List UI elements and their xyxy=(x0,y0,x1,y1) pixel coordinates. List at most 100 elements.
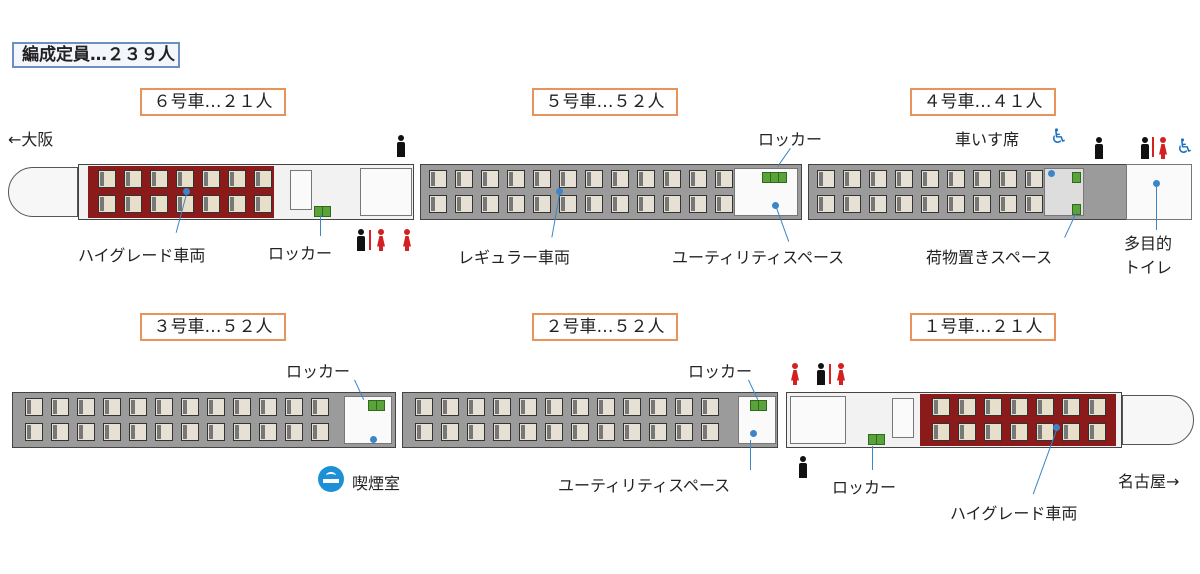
seat-icon xyxy=(973,195,991,213)
seat-icon xyxy=(663,170,681,188)
seat-icon xyxy=(571,423,589,441)
female-toilet-icon xyxy=(402,229,412,251)
seat-icon xyxy=(228,195,246,213)
car-2-label: ２号車…５２人 xyxy=(532,313,678,341)
seat-icon xyxy=(441,423,459,441)
seat-icon xyxy=(649,423,667,441)
leader-line xyxy=(320,214,321,236)
seat-icon xyxy=(715,195,733,213)
seat-icon xyxy=(441,398,459,416)
seat-icon xyxy=(1025,195,1043,213)
wheelchair-icon: ♿ xyxy=(1050,124,1068,148)
male-toilet-icon xyxy=(1094,137,1104,159)
seat-icon xyxy=(817,170,835,188)
seat-icon xyxy=(932,398,950,416)
seat-icon xyxy=(493,423,511,441)
seat-icon xyxy=(481,195,499,213)
car-4-locker-b xyxy=(1072,204,1081,215)
seat-icon xyxy=(124,170,142,188)
marker-dot xyxy=(1048,170,1055,177)
seat-icon xyxy=(103,423,121,441)
marker-dot xyxy=(772,202,779,209)
male-toilet-icon xyxy=(396,135,406,157)
leader-line xyxy=(872,446,873,470)
seat-icon xyxy=(984,423,1002,441)
seat-icon xyxy=(973,170,991,188)
seat-icon xyxy=(233,398,251,416)
label-locker-5: ロッカー xyxy=(758,130,823,149)
seat-icon xyxy=(98,195,116,213)
label-multipurpose-toilet: 多目的 トイレ xyxy=(1124,234,1173,277)
car-1-nose xyxy=(1122,395,1194,445)
car-6-label: ６号車…２１人 xyxy=(140,88,286,116)
seat-icon xyxy=(958,398,976,416)
seat-icon xyxy=(715,170,733,188)
seat-icon xyxy=(843,195,861,213)
marker-dot xyxy=(1153,180,1160,187)
seat-icon xyxy=(77,423,95,441)
seat-icon xyxy=(228,170,246,188)
car-1-toilets xyxy=(790,396,846,444)
smoking-icon xyxy=(318,466,344,492)
seat-icon xyxy=(701,423,719,441)
seat-icon xyxy=(1025,170,1043,188)
car-3-body xyxy=(12,392,396,448)
seat-icon xyxy=(1088,423,1106,441)
car-6-nose xyxy=(8,167,78,217)
seat-icon xyxy=(455,170,473,188)
label-locker-1: ロッカー xyxy=(832,478,897,497)
seat-icon xyxy=(559,170,577,188)
label-smoking-room: 喫煙室 xyxy=(352,474,401,493)
seat-icon xyxy=(519,423,537,441)
label-wheelchair-seat: 車いす席 xyxy=(955,130,1020,149)
male-toilet-icon xyxy=(798,456,808,478)
seat-icon xyxy=(25,423,43,441)
label-utility-2: ユーティリティスペース xyxy=(558,476,731,495)
seat-icon xyxy=(311,423,329,441)
seat-icon xyxy=(202,195,220,213)
marker-dot xyxy=(183,188,190,195)
seat-icon xyxy=(1010,398,1028,416)
seat-icon xyxy=(415,423,433,441)
seat-icon xyxy=(817,195,835,213)
seat-icon xyxy=(254,170,272,188)
seat-icon xyxy=(675,423,693,441)
female-toilet-icon xyxy=(376,229,386,251)
seat-icon xyxy=(869,170,887,188)
seat-icon xyxy=(429,195,447,213)
seat-icon xyxy=(519,398,537,416)
seat-icon xyxy=(181,423,199,441)
female-toilet-icon xyxy=(790,363,800,385)
seat-icon xyxy=(1088,398,1106,416)
seat-icon xyxy=(285,398,303,416)
seat-icon xyxy=(254,195,272,213)
seat-icon xyxy=(77,398,95,416)
seat-icon xyxy=(984,398,1002,416)
seat-icon xyxy=(623,423,641,441)
seat-icon xyxy=(150,195,168,213)
female-toilet-icon xyxy=(836,363,846,385)
marker-dot xyxy=(556,188,563,195)
male-toilet-icon xyxy=(1140,137,1150,159)
seat-icon xyxy=(585,195,603,213)
marker-dot xyxy=(1053,424,1060,431)
car-1-stairs xyxy=(892,398,914,438)
seat-icon xyxy=(176,170,194,188)
car-6-locker-b xyxy=(322,206,331,217)
divider-icon xyxy=(829,364,831,384)
car-4-label: ４号車…４１人 xyxy=(910,88,1056,116)
leader-line xyxy=(1156,186,1157,230)
seat-icon xyxy=(701,398,719,416)
seat-icon xyxy=(51,423,69,441)
seat-icon xyxy=(507,195,525,213)
seat-icon xyxy=(637,195,655,213)
car-6-stairs xyxy=(290,170,312,210)
leader-line xyxy=(750,440,751,470)
direction-osaka: ←大阪 xyxy=(8,130,54,149)
car-4-locker-a xyxy=(1072,172,1081,183)
seat-icon xyxy=(999,170,1017,188)
car-3-label: ３号車…５２人 xyxy=(140,313,286,341)
seat-icon xyxy=(259,398,277,416)
female-toilet-icon xyxy=(1158,137,1168,159)
seat-icon xyxy=(649,398,667,416)
